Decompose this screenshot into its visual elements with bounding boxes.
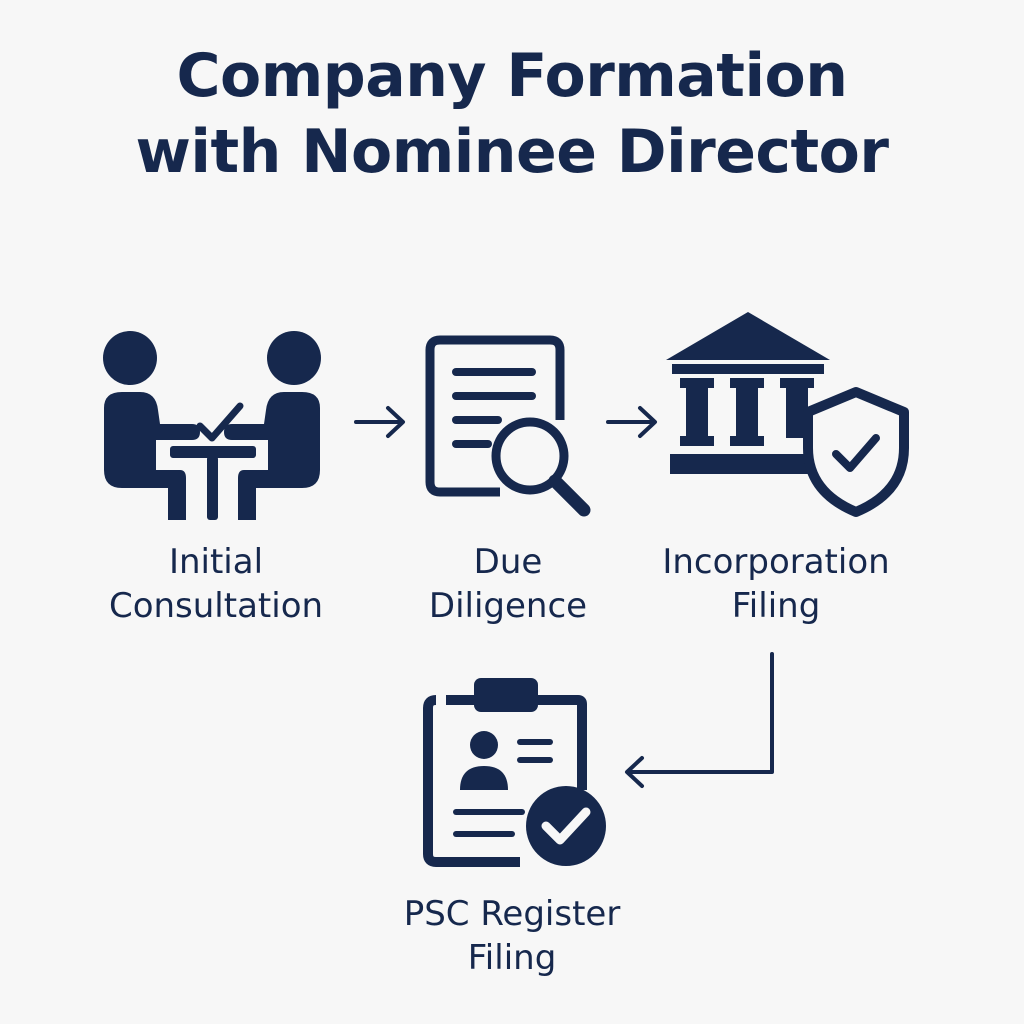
step-label-initial-consultation: Initial Consultation bbox=[108, 542, 324, 626]
consultation-icon bbox=[103, 331, 321, 520]
step-label-due-diligence: Due Diligence bbox=[428, 542, 588, 626]
title-line-2: with Nominee Director bbox=[135, 117, 889, 187]
diagram-title: Company Formation with Nominee Director bbox=[0, 38, 1024, 190]
arrow-connector bbox=[625, 652, 774, 788]
arrow-right-icon bbox=[606, 406, 657, 438]
government-building-shield-icon bbox=[666, 312, 909, 517]
document-search-icon bbox=[425, 335, 591, 517]
arrow-right-icon bbox=[354, 406, 405, 438]
step-label-incorporation-filing: Incorporation Filing bbox=[662, 542, 890, 626]
step-label-psc-register-filing: PSC Register Filing bbox=[403, 894, 621, 978]
title-line-1: Company Formation bbox=[176, 41, 848, 111]
check-icon bbox=[196, 402, 244, 442]
clipboard-person-check-icon bbox=[423, 678, 606, 867]
